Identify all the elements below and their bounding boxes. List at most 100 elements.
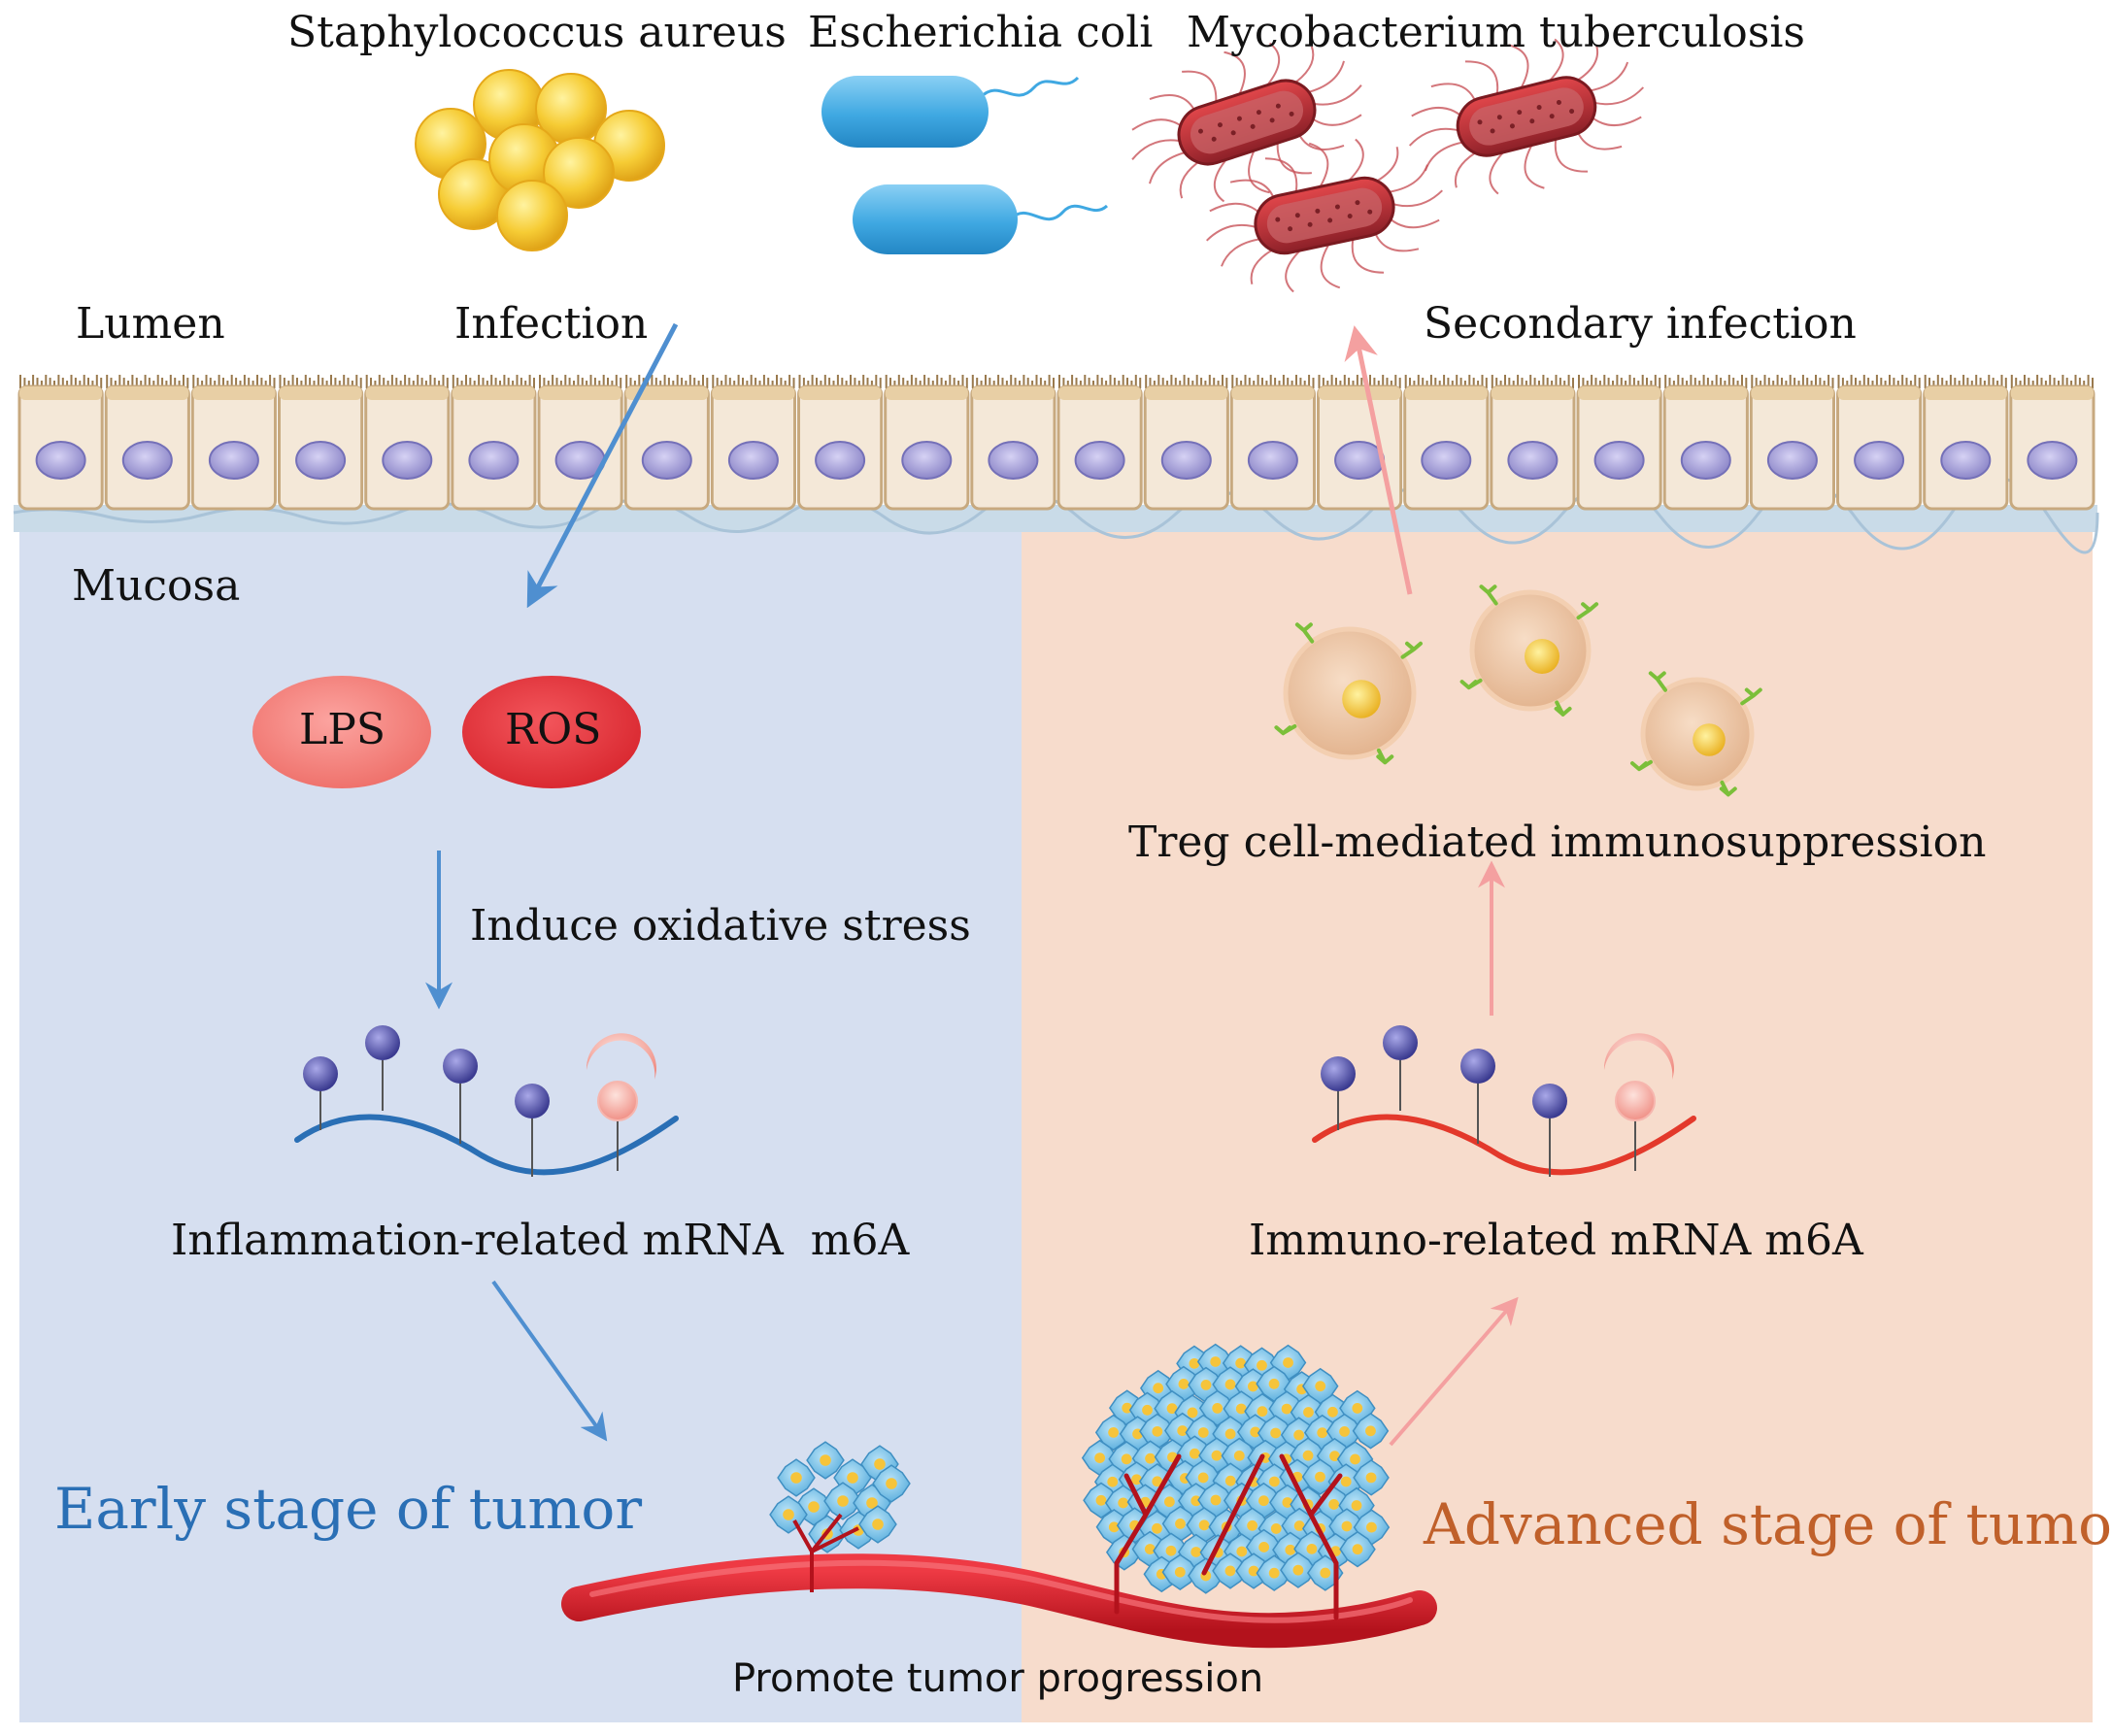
early-tumor-vessel [792, 1513, 859, 1592]
microvilli [279, 375, 362, 388]
tumor-cell-nucleus [1365, 1472, 1377, 1484]
tumor-cell-nucleus [1174, 1566, 1186, 1578]
microvilli [1924, 375, 2007, 388]
tumor-cell-nucleus [1197, 1427, 1209, 1438]
mtb-granule [1217, 122, 1223, 128]
tumor-cell-nucleus [783, 1509, 794, 1520]
tumor-cell-nucleus [1257, 1359, 1267, 1371]
label-escherichia-coli: Escherichia coli [808, 8, 1154, 57]
infection-arrow [526, 322, 679, 609]
staph-coccus [543, 137, 615, 209]
epithelial-cell [104, 375, 190, 511]
mrna-strand [1312, 1114, 1696, 1176]
tumor-cell-nucleus [1328, 1499, 1340, 1510]
microvilli [1664, 375, 1748, 388]
treg-receptor [1479, 584, 1498, 606]
nucleus [295, 441, 347, 480]
apical-band [19, 386, 103, 400]
tumor-cell-nucleus [1235, 1357, 1247, 1369]
apical-band [625, 386, 709, 400]
reader-protein-cap [586, 1033, 656, 1080]
epithelial-cell [1490, 375, 1576, 511]
microvilli [19, 375, 103, 388]
tumor-cell [806, 1441, 845, 1480]
tumor-cell-nucleus [1247, 1519, 1258, 1531]
tumor-cell-nucleus [1248, 1565, 1259, 1577]
m6a-bead [1532, 1084, 1567, 1118]
advanced-tumor-mass [1081, 1343, 1391, 1620]
mtb-pili [1131, 42, 1362, 203]
tumor-cell-nucleus [1108, 1521, 1120, 1533]
nucleus [1940, 441, 1992, 480]
tumor-cell-nucleus [1152, 1522, 1162, 1534]
mtb-granule [1367, 209, 1373, 215]
nucleus [121, 441, 173, 480]
treg-receptor [1719, 780, 1737, 797]
microvilli [1578, 375, 1661, 388]
nucleus [468, 441, 520, 480]
tumor-cell [1094, 1414, 1132, 1452]
epithelial-cell [1056, 375, 1143, 511]
epithelial-cell [1576, 375, 1662, 511]
epithelial-cell [970, 375, 1056, 511]
label-immuno-mrna-m6a: Immuno-related mRNA m6A [1249, 1216, 1863, 1265]
tumor-cell-nucleus [1224, 1475, 1236, 1486]
tumor-cell-nucleus [1163, 1496, 1175, 1508]
tumor-cell-nucleus [1177, 1425, 1189, 1436]
epithelial-cell [278, 375, 364, 511]
tumor-cell-nucleus [1197, 1472, 1209, 1484]
tumor-cell-nucleus [1187, 1407, 1198, 1419]
m6a-bead [365, 1025, 400, 1060]
epithelial-cell [1662, 375, 1749, 511]
tumor-cell [858, 1505, 897, 1544]
mtb-pili [1408, 38, 1645, 195]
treg-cell [1274, 622, 1423, 765]
mtb-granule [1315, 208, 1321, 214]
epithelial-cell [1317, 375, 1403, 511]
epithelial-cell [1229, 375, 1317, 511]
mtb-granule [1569, 109, 1575, 115]
tumor-cell-nucleus [1118, 1497, 1129, 1509]
tumor-cell-nucleus [1211, 1450, 1223, 1461]
m6a-bead [515, 1084, 550, 1118]
tumor-cell [1280, 1552, 1317, 1588]
label-lumen: Lumen [76, 299, 225, 349]
nucleus [727, 441, 779, 480]
tumor-cell-nucleus [1189, 1448, 1200, 1459]
tumor-cell-nucleus [874, 1458, 886, 1470]
mtb-granule [1477, 119, 1483, 125]
tumor-cell-nucleus [1285, 1544, 1296, 1555]
microvilli [1404, 375, 1488, 388]
ecoli-flagellum [979, 76, 1080, 99]
microvilli [1491, 375, 1574, 388]
treg-receptor [1740, 687, 1762, 706]
epithelial-cell [1749, 375, 1836, 511]
tumor-cell-nucleus [1293, 1520, 1305, 1531]
mtb-granule [1250, 123, 1256, 129]
epithelial-layer [17, 375, 2095, 511]
tumor-cell-nucleus [808, 1501, 820, 1513]
mtb-granule [1529, 118, 1535, 124]
mtb-granule [1294, 213, 1300, 218]
microvilli [712, 375, 795, 388]
treg-receptor [1554, 700, 1572, 717]
epithelial-cell [537, 375, 623, 511]
mtb-granule [1517, 110, 1523, 116]
escherichia-coli-top [821, 76, 1080, 148]
tumor-cell-nucleus [1281, 1403, 1292, 1415]
treg-receptor [1576, 602, 1599, 620]
tumor-cell-nucleus [1233, 1450, 1245, 1461]
mycobacterium-cell [1408, 38, 1645, 195]
microvilli [1145, 375, 1228, 388]
nucleus [1507, 441, 1559, 480]
mycobacterium-cell [1206, 138, 1443, 293]
advanced-tumor-vessels [1114, 1453, 1343, 1620]
microvilli [1058, 375, 1142, 388]
mtb-granule [1275, 217, 1281, 222]
mtb-granule [1289, 111, 1294, 117]
tumor-cell-nucleus [1175, 1519, 1186, 1529]
apical-band [539, 386, 622, 400]
tumor-cell [1188, 1557, 1224, 1594]
tumor-cell [1301, 1367, 1339, 1405]
